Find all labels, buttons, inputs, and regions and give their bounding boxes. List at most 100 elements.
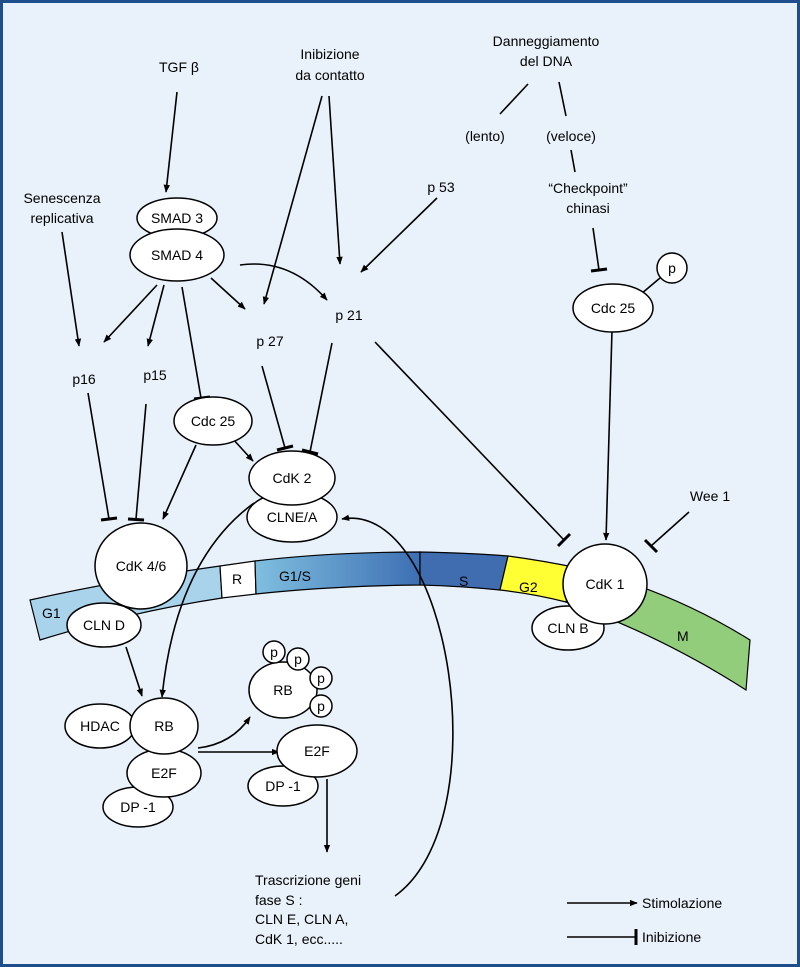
node-phosphate-4: p bbox=[309, 694, 333, 718]
svg-text:DP -1: DP -1 bbox=[265, 778, 301, 794]
connectors bbox=[61, 81, 690, 897]
wee1-label: Wee 1 bbox=[690, 488, 730, 504]
arrow-smad4-p16 bbox=[103, 284, 158, 343]
svg-text:Cdc 25: Cdc 25 bbox=[191, 413, 236, 429]
checkpoint-label-2: chinasi bbox=[566, 200, 610, 216]
phase-g1s-label: G1/S bbox=[279, 568, 311, 584]
line-dna-veloce bbox=[558, 81, 567, 117]
svg-text:CLNE/A: CLNE/A bbox=[267, 509, 318, 525]
arrow-senescenza-p16 bbox=[61, 231, 82, 347]
svg-text:CdK 2: CdK 2 bbox=[273, 470, 312, 486]
node-e2f: E2F bbox=[126, 748, 202, 798]
svg-text:Cdc 25: Cdc 25 bbox=[591, 300, 636, 316]
arrow-contatto-p21 bbox=[328, 95, 343, 265]
inhibit-bar-p21-cdk2 bbox=[301, 448, 319, 456]
legend-stimolazione-label: Stimolazione bbox=[642, 895, 722, 911]
danneggiamento-label-1: Danneggiamento bbox=[493, 33, 600, 49]
inhibit-smad4-cdc25 bbox=[181, 286, 202, 399]
lento-label: (lento) bbox=[465, 128, 505, 144]
p16-label: p16 bbox=[72, 371, 96, 387]
inibizione-contatto-label-1: Inibizione bbox=[300, 46, 359, 62]
node-cdk2: CdK 2 bbox=[248, 450, 336, 506]
inhibit-p21-cdk1 bbox=[374, 341, 565, 541]
inhibit-bar-p21-cdk1 bbox=[556, 532, 572, 548]
node-cdc25-left: Cdc 25 bbox=[173, 396, 253, 446]
line-p-cdc25 bbox=[640, 277, 661, 295]
svg-text:CLN D: CLN D bbox=[83, 617, 125, 633]
arrow-cdc25-cdk2 bbox=[231, 437, 254, 462]
svg-text:CdK 1: CdK 1 bbox=[586, 576, 625, 592]
svg-text:RB: RB bbox=[154, 718, 173, 734]
node-phosphate-3: p bbox=[309, 666, 333, 690]
p27-label: p 27 bbox=[256, 333, 283, 349]
svg-text:DP -1: DP -1 bbox=[120, 799, 156, 815]
svg-text:p: p bbox=[317, 698, 325, 714]
inhibit-checkpoint-cdc25 bbox=[592, 227, 600, 271]
checkpoint-label-1: “Checkpoint” bbox=[548, 180, 628, 196]
svg-text:SMAD 3: SMAD 3 bbox=[151, 210, 203, 226]
phase-m-label: M bbox=[677, 628, 689, 644]
inhibit-bar-wee1-cdk1 bbox=[643, 538, 659, 554]
inhibit-p16-cdk46 bbox=[87, 392, 110, 520]
inhibit-bar-checkpoint-cdc25 bbox=[590, 267, 608, 273]
arrow-cdc25-cdk46 bbox=[162, 444, 197, 520]
svg-text:E2F: E2F bbox=[304, 743, 330, 759]
arrow-rb-rbp bbox=[197, 716, 251, 749]
legend: Stimolazione Inibizione bbox=[567, 895, 722, 945]
node-rb: RB bbox=[129, 697, 199, 755]
phase-g1-label: G1 bbox=[42, 605, 61, 621]
svg-text:p: p bbox=[270, 644, 278, 660]
svg-text:HDAC: HDAC bbox=[80, 718, 120, 734]
inhibit-p21-cdk2 bbox=[309, 342, 333, 453]
line-dna-lento bbox=[499, 83, 529, 115]
node-hdac: HDAC bbox=[64, 703, 136, 749]
p53-label: p 53 bbox=[427, 179, 454, 195]
arrow-smad4-p21 bbox=[239, 263, 328, 301]
phase-g2-label: G2 bbox=[519, 579, 538, 595]
node-cdk46: CdK 4/6 bbox=[94, 522, 188, 610]
node-cdk1: CdK 1 bbox=[562, 543, 648, 625]
node-phosphate-2: p bbox=[286, 647, 310, 671]
senescenza-label-1: Senescenza bbox=[23, 190, 100, 206]
line-veloce-checkpoint bbox=[570, 149, 576, 173]
p21-label: p 21 bbox=[335, 307, 362, 323]
arrow-trascrizione-clnea bbox=[341, 514, 454, 897]
arrow-tgf-smad bbox=[163, 91, 178, 193]
arrow-p53-p21 bbox=[360, 197, 438, 273]
node-e2f-free: E2F bbox=[276, 724, 358, 778]
arrow-cdk2-rb bbox=[159, 502, 255, 698]
inhibit-p15-cdk46 bbox=[135, 403, 147, 520]
arrow-cdc25-cdk1 bbox=[603, 329, 613, 541]
svg-text:CdK 4/6: CdK 4/6 bbox=[116, 558, 167, 574]
svg-text:p: p bbox=[317, 670, 325, 686]
svg-text:RB: RB bbox=[273, 682, 292, 698]
veloce-label: (veloce) bbox=[546, 128, 596, 144]
arrow-contatto-p27 bbox=[262, 95, 323, 305]
node-clne-a: CLNE/A bbox=[246, 491, 338, 543]
inibizione-contatto-label-2: da contatto bbox=[295, 67, 364, 83]
tgf-beta-label: TGF β bbox=[159, 59, 199, 75]
svg-text:SMAD 4: SMAD 4 bbox=[151, 247, 203, 263]
svg-text:E2F: E2F bbox=[151, 765, 177, 781]
arrow-smad4-p27 bbox=[210, 277, 246, 310]
inhibit-bar-p27-cdk2 bbox=[276, 444, 294, 452]
node-rb-phosphorylated: RB bbox=[248, 661, 318, 719]
svg-text:p: p bbox=[668, 260, 676, 276]
node-phosphate-1: p bbox=[262, 640, 286, 664]
danneggiamento-label-2: del DNA bbox=[520, 53, 573, 69]
node-smad4: SMAD 4 bbox=[129, 228, 225, 282]
node-cdc25-right: Cdc 25 bbox=[572, 283, 654, 333]
phase-s-label: S bbox=[459, 573, 468, 589]
legend-inibizione-label: Inibizione bbox=[642, 929, 701, 945]
node-cln-d: CLN D bbox=[66, 602, 142, 648]
text-labels: TGF β Inibizione da contatto Danneggiame… bbox=[23, 33, 730, 947]
phase-r-label: R bbox=[232, 571, 242, 587]
trascrizione-label-2: fase S : bbox=[255, 892, 302, 908]
svg-text:CLN B: CLN B bbox=[547, 620, 588, 636]
svg-text:p: p bbox=[294, 651, 302, 667]
p15-label: p15 bbox=[143, 367, 167, 383]
senescenza-label-2: replicativa bbox=[30, 210, 93, 226]
inhibit-wee1-cdk1 bbox=[650, 511, 690, 547]
